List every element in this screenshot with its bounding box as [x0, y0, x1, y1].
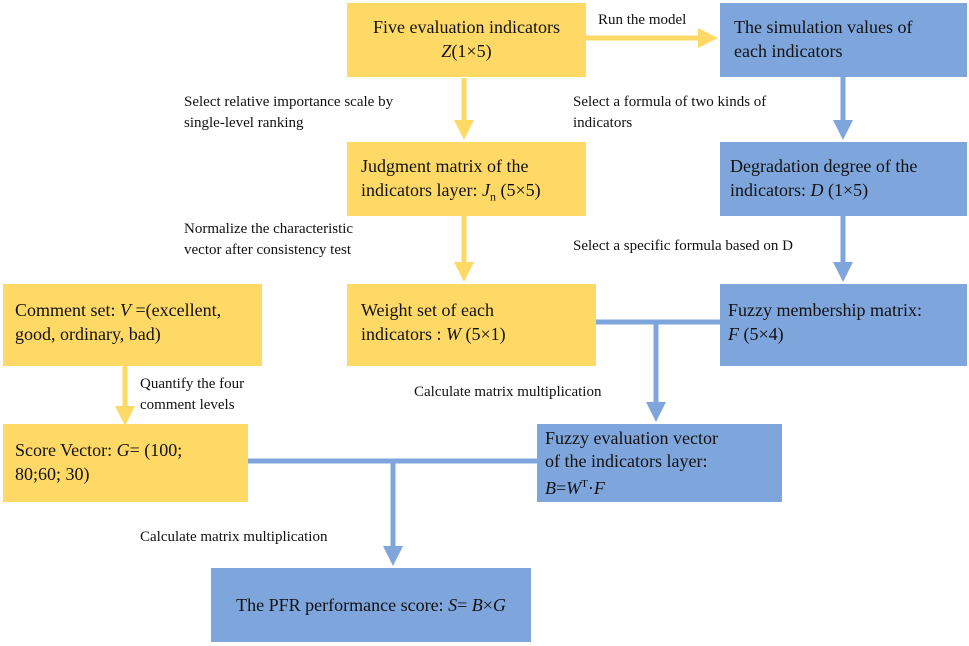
node-simulation-values: The simulation values of each indicators — [720, 3, 967, 77]
node-fuzzy-evaluation-vector: Fuzzy evaluation vector of the indicator… — [537, 424, 782, 502]
label-select-formula-two: Select a formula of two kinds of indicat… — [573, 94, 767, 131]
label-select-scale: Select relative importance scale by sing… — [184, 94, 394, 131]
label-calc-mult-2: Calculate matrix multiplication — [140, 529, 328, 545]
node-comment-set: Comment set: V =(excellent, good, ordina… — [3, 284, 262, 366]
node-weight-set: Weight set of each indicators : W (5×1) — [347, 284, 596, 366]
node-pfr-performance-score: The PFR performance score: S= B×G — [211, 568, 531, 642]
node-score-vector: Score Vector: G= (100; 80;60; 30) — [3, 424, 248, 502]
label-normalize: Normalize the characteristic vector afte… — [184, 221, 354, 258]
node-fuzzy-membership-matrix: Fuzzy membership matrix: F (5×4) — [720, 284, 967, 366]
label-quantify: Quantify the four comment levels — [140, 376, 245, 413]
node-five-evaluation-indicators: Five evaluation indicators Z(1×5) — [347, 3, 586, 77]
node-judgment-matrix: Judgment matrix of the indicators layer:… — [347, 142, 586, 216]
label-calc-mult-1: Calculate matrix multiplication — [414, 384, 602, 400]
label-select-specific: Select a specific formula based on D — [573, 238, 793, 254]
node-degradation-degree: Degradation degree of the indicators: D … — [720, 142, 967, 216]
label-run-model: Run the model — [598, 12, 687, 28]
